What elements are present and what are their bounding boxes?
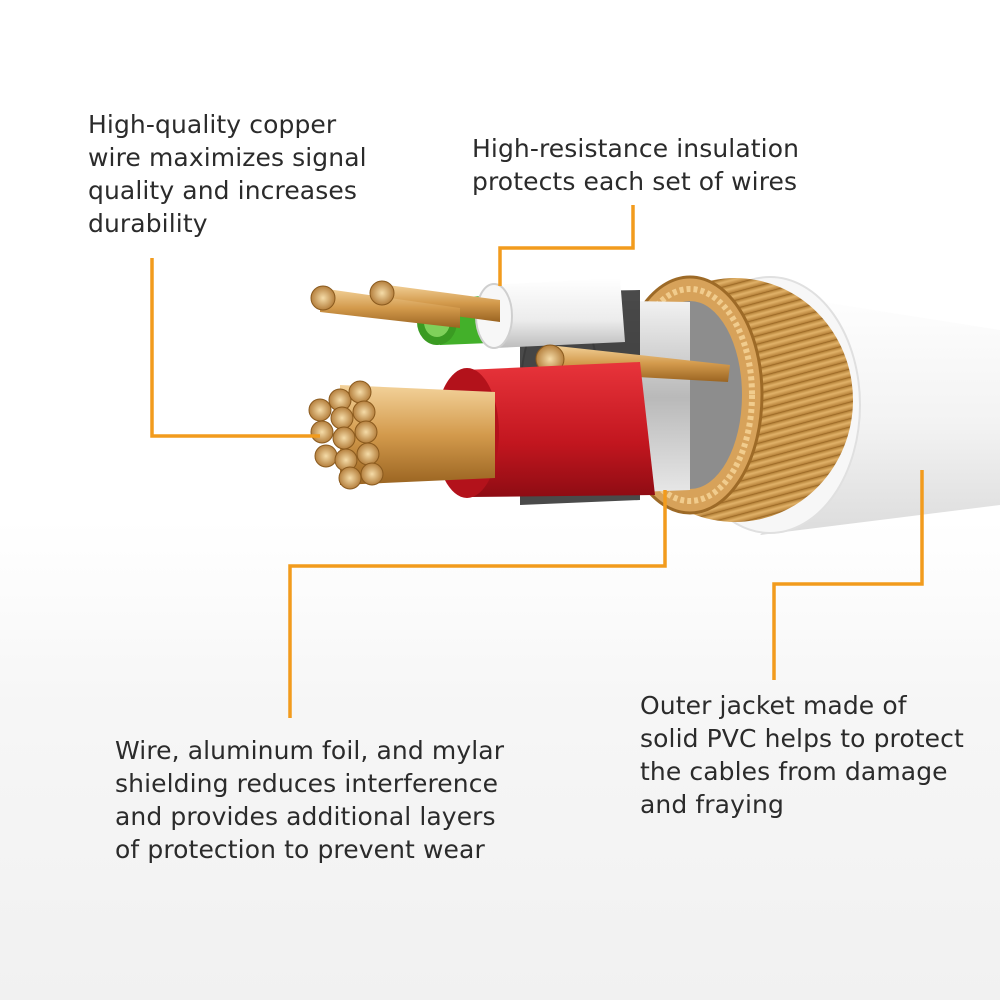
callout-line: durability bbox=[88, 209, 208, 238]
callout-line: the cables from damage bbox=[640, 757, 948, 786]
copper-strand-bundle bbox=[308, 380, 384, 490]
leader-line-jacket bbox=[772, 470, 924, 680]
callout-line: quality and increases bbox=[88, 176, 357, 205]
callout-line: of protection to prevent wear bbox=[115, 835, 485, 864]
callout-copper-wire: High-quality copper wire maximizes signa… bbox=[88, 108, 367, 240]
callout-line: wire maximizes signal bbox=[88, 143, 367, 172]
leader-line-shielding bbox=[288, 490, 667, 718]
red-wire bbox=[308, 362, 655, 498]
callout-line: High-quality copper bbox=[88, 110, 337, 139]
callout-line: shielding reduces interference bbox=[115, 769, 499, 798]
white-wire bbox=[310, 278, 625, 349]
leader-line-insulation bbox=[498, 205, 635, 286]
background-lower-band bbox=[0, 520, 1000, 1000]
callout-shielding: Wire, aluminum foil, and mylar shielding… bbox=[115, 734, 504, 866]
callout-line: High-resistance insulation bbox=[472, 134, 800, 163]
callout-line: Wire, aluminum foil, and mylar bbox=[115, 736, 505, 765]
callout-line: and fraying bbox=[640, 790, 784, 819]
leader-lines bbox=[150, 205, 924, 718]
leader-line-copper bbox=[150, 258, 320, 438]
callout-line: and provides additional layers bbox=[115, 802, 496, 831]
callout-line: protects each set of wires bbox=[472, 167, 798, 196]
callout-outer-jacket: Outer jacket made of solid PVC helps to … bbox=[640, 689, 964, 821]
callout-line: Outer jacket made of bbox=[640, 691, 907, 720]
callout-line: solid PVC helps to protect bbox=[640, 724, 964, 753]
callout-insulation: High-resistance insulation protects each… bbox=[472, 132, 799, 198]
